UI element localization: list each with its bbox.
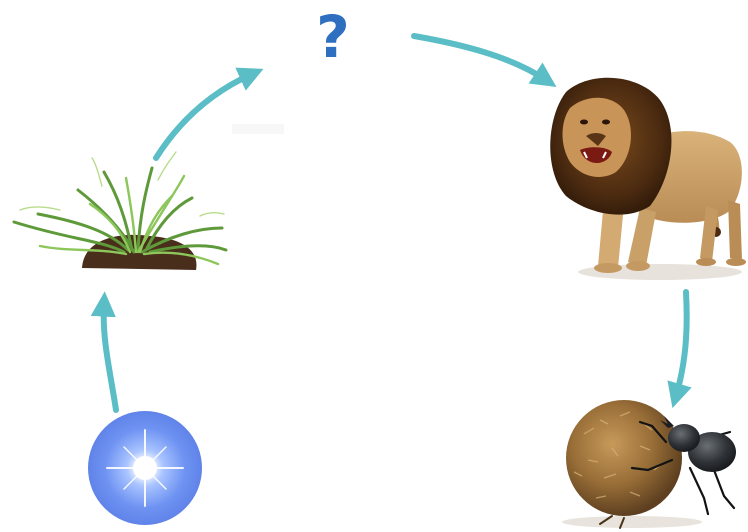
arrow-lion-to-beetle — [667, 289, 692, 409]
unknown-node — [232, 124, 284, 134]
arrow-grass-to-unknown — [153, 67, 264, 161]
dung-beetle-icon — [562, 400, 736, 529]
sun-icon — [88, 411, 202, 525]
arrow-sun-to-grass — [90, 291, 119, 413]
unknown-organism-label: ? — [316, 3, 350, 71]
grass-icon — [12, 151, 228, 270]
arrow-unknown-to-lion — [411, 33, 557, 87]
lion-icon — [550, 77, 746, 280]
